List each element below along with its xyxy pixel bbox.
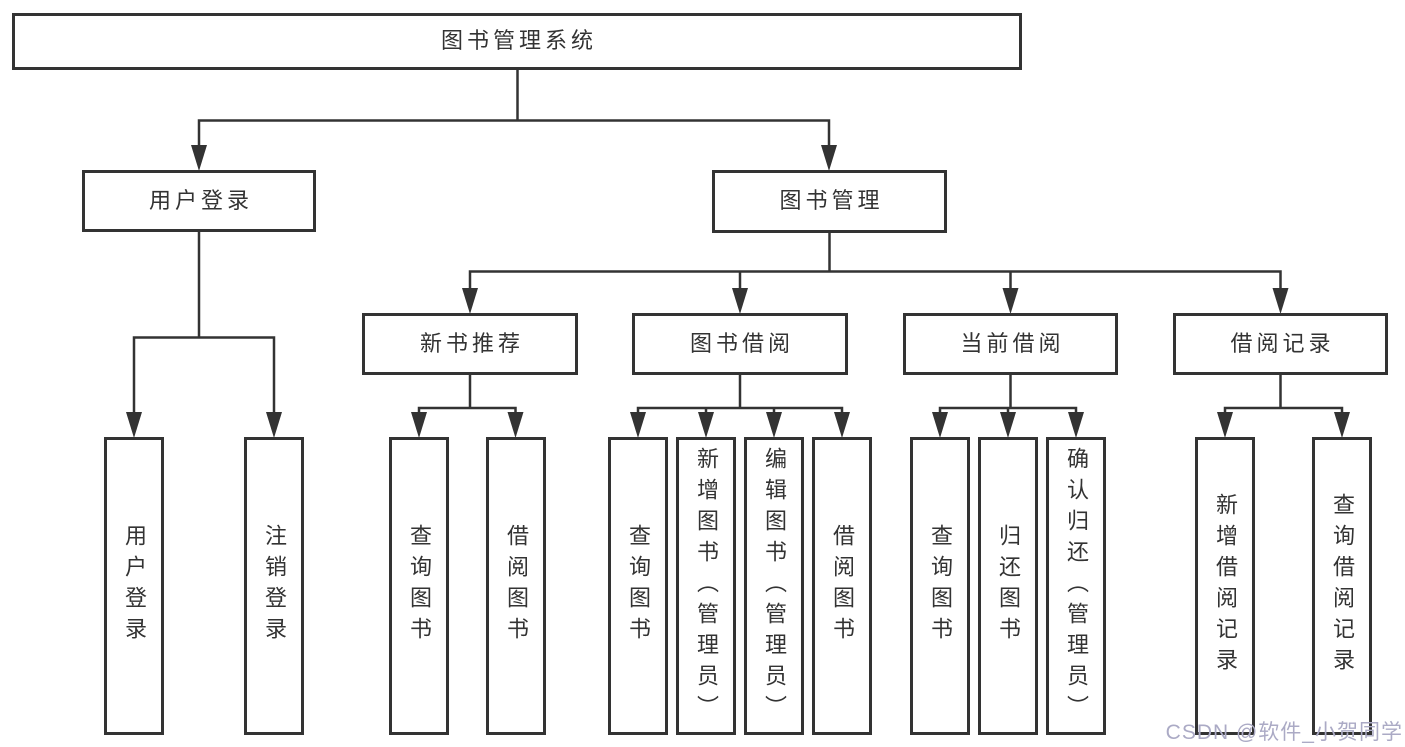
connector-bookborrow-to-leaves	[636, 375, 844, 414]
connector-userlogin-to-leaves	[132, 232, 276, 414]
node-borrowing-records: 借阅记录	[1173, 313, 1388, 375]
leaf-borrow-borrow-books: 借阅图书	[812, 437, 872, 735]
connector-bookmgmt-to-level3	[468, 233, 1282, 290]
node-root: 图书管理系统	[12, 13, 1022, 70]
connector-currentborrow-to-leaves	[938, 375, 1078, 414]
leaf-borrow-query-books-label: 查询图书	[626, 524, 651, 648]
node-book-management: 图书管理	[712, 170, 947, 233]
leaf-edit-book-admin: 编辑图书（管理员）	[744, 437, 804, 735]
leaf-query-borrow-record-label: 查询借阅记录	[1330, 493, 1355, 679]
leaf-add-borrow-record: 新增借阅记录	[1195, 437, 1255, 735]
leaf-newrec-query-books: 查询图书	[389, 437, 449, 735]
node-current-borrowing: 当前借阅	[903, 313, 1118, 375]
node-user-login-label: 用户登录	[148, 187, 253, 213]
leaf-borrow-query-books: 查询图书	[608, 437, 668, 735]
node-root-label: 图书管理系统	[440, 28, 597, 54]
node-user-login: 用户登录	[82, 170, 316, 232]
connector-root-to-level2	[197, 69, 831, 148]
leaf-confirm-return-admin-label: 确认归还（管理员）	[1064, 446, 1089, 726]
leaf-newrec-query-books-label: 查询图书	[407, 524, 432, 648]
leaf-add-book-admin: 新增图书（管理员）	[676, 437, 736, 735]
leaf-return-books: 归还图书	[978, 437, 1038, 735]
leaf-current-query-books: 查询图书	[910, 437, 970, 735]
node-current-borrowing-label: 当前借阅	[960, 330, 1065, 356]
connector-newbookrec-to-leaves	[417, 375, 517, 414]
leaf-logout-label: 注销登录	[262, 524, 287, 648]
leaf-logout: 注销登录	[244, 437, 304, 735]
node-borrowing-records-label: 借阅记录	[1230, 330, 1335, 356]
node-book-borrowing-label: 图书借阅	[689, 330, 794, 356]
node-new-book-recommend-label: 新书推荐	[419, 330, 524, 356]
leaf-return-books-label: 归还图书	[996, 524, 1021, 648]
leaf-borrow-borrow-books-label: 借阅图书	[830, 524, 855, 648]
leaf-user-login-label: 用户登录	[122, 524, 147, 648]
csdn-watermark: CSDN @软件_小贺同学	[1165, 721, 1403, 744]
leaf-edit-book-admin-label: 编辑图书（管理员）	[762, 446, 787, 726]
node-book-management-label: 图书管理	[779, 188, 884, 214]
leaf-query-borrow-record: 查询借阅记录	[1312, 437, 1372, 735]
node-new-book-recommend: 新书推荐	[362, 313, 578, 375]
leaf-user-login: 用户登录	[104, 437, 164, 735]
leaf-confirm-return-admin: 确认归还（管理员）	[1046, 437, 1106, 735]
node-book-borrowing: 图书借阅	[632, 313, 848, 375]
connector-borrowrecords-to-leaves	[1223, 375, 1344, 414]
leaf-newrec-borrow-books: 借阅图书	[486, 437, 546, 735]
leaf-add-book-admin-label: 新增图书（管理员）	[694, 446, 719, 726]
leaf-add-borrow-record-label: 新增借阅记录	[1213, 493, 1238, 679]
leaf-current-query-books-label: 查询图书	[928, 524, 953, 648]
leaf-newrec-borrow-books-label: 借阅图书	[504, 524, 529, 648]
